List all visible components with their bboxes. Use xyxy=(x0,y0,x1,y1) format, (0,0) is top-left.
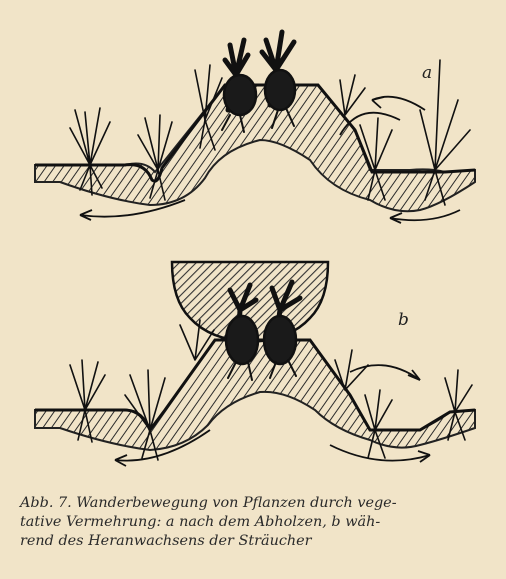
caption-line-1: Abb. 7. Wanderbewegung von Pflanzen durc… xyxy=(20,494,490,513)
caption-line-3: rend des Heranwachsens der Sträucher xyxy=(20,532,490,551)
panel-b: b xyxy=(35,262,475,466)
diagram-figure: a xyxy=(0,0,506,490)
panel-label-b: b xyxy=(398,310,409,330)
figure-caption: Abb. 7. Wanderbewegung von Pflanzen durc… xyxy=(20,494,490,551)
caption-line-2: tative Vermehrung: a nach dem Abholzen, … xyxy=(20,513,490,532)
panel-a: a xyxy=(35,32,475,223)
panel-label-a: a xyxy=(422,63,432,83)
